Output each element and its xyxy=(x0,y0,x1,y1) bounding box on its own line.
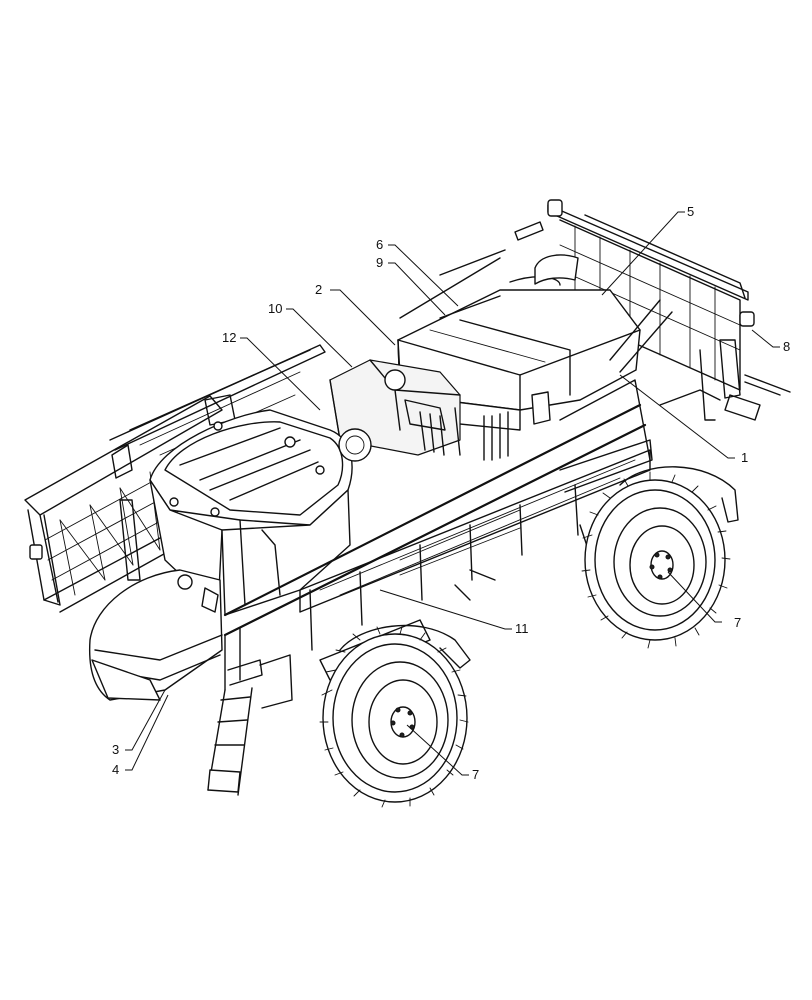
callout-9: 9 xyxy=(376,255,383,270)
front-wheel xyxy=(319,624,471,808)
leader-10 xyxy=(286,308,353,368)
left-boom xyxy=(24,344,326,613)
callout-4: 4 xyxy=(112,762,119,777)
callout-11: 11 xyxy=(515,621,529,636)
front-hood xyxy=(88,569,223,701)
leader-1 xyxy=(619,374,735,459)
leader-4 xyxy=(125,694,169,771)
cab xyxy=(149,409,372,616)
ladder xyxy=(207,654,293,796)
callout-2: 2 xyxy=(315,282,322,297)
leader-7b xyxy=(406,724,469,776)
leader-2 xyxy=(330,289,396,346)
callout-3: 3 xyxy=(112,742,119,757)
leader-5 xyxy=(601,211,685,296)
callout-10: 10 xyxy=(268,301,282,316)
callout-6: 6 xyxy=(376,237,383,252)
leader-11 xyxy=(379,589,512,630)
leader-12 xyxy=(240,337,321,411)
callout-12: 12 xyxy=(222,330,236,345)
leader-lines xyxy=(125,211,780,776)
rear-wheel xyxy=(581,466,739,649)
leader-7a xyxy=(667,571,722,623)
leader-3 xyxy=(125,689,166,751)
callout-7-rear-wheel: 7 xyxy=(734,615,741,630)
callout-1: 1 xyxy=(741,450,748,465)
callout-5: 5 xyxy=(687,204,694,219)
rear-boom-rack xyxy=(399,199,791,421)
callout-7-front-wheel: 7 xyxy=(472,767,479,782)
leader-8 xyxy=(751,329,780,348)
callout-labels: 1 2 3 4 5 6 7 7 8 9 10 11 12 xyxy=(112,204,790,782)
leader-6 xyxy=(388,244,459,307)
callout-8: 8 xyxy=(783,339,790,354)
leader-9 xyxy=(388,262,446,316)
